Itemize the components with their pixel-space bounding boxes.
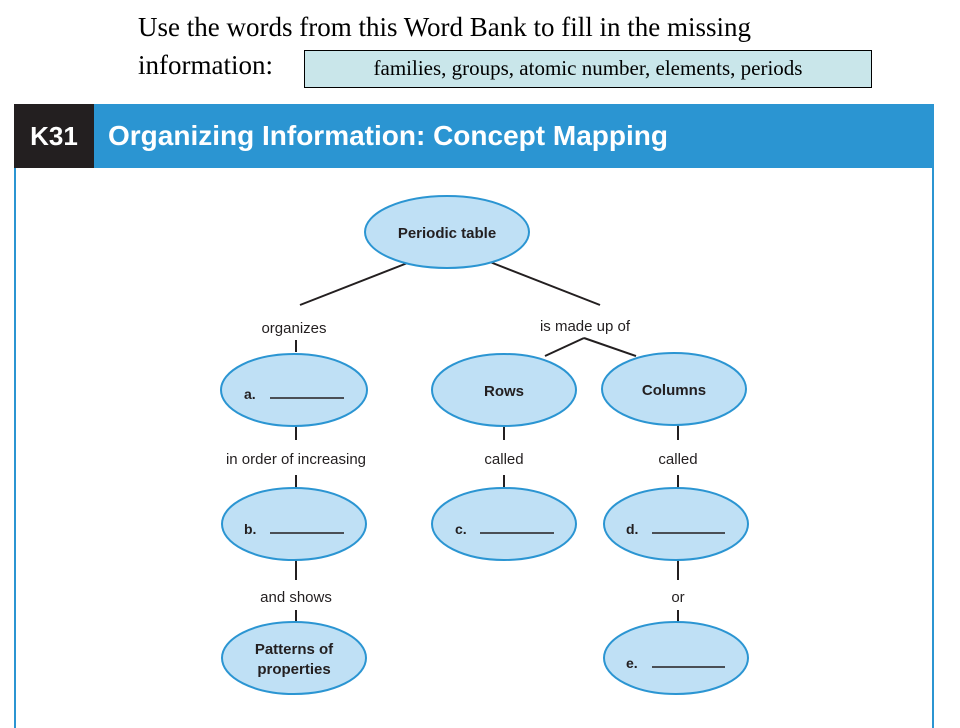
link-label-increasing: in order of increasing (226, 451, 366, 468)
node-rows: Rows (431, 353, 577, 427)
link-label-organizes: organizes (261, 320, 326, 337)
node-columns: Columns (601, 352, 747, 426)
node-label-line-2: properties (257, 661, 330, 678)
node-periodic-table: Periodic table (364, 195, 530, 269)
node-label: Rows (484, 383, 524, 400)
instruction-text: Use the words from this Word Bank to fil… (138, 8, 878, 84)
link-label-and-shows: and shows (260, 589, 332, 606)
instruction-line-2: information: (138, 50, 273, 80)
section-header: K31 Organizing Information: Concept Mapp… (14, 104, 934, 168)
link-labels: organizes is made up of in order of incr… (226, 318, 698, 606)
link-label-called-rows: called (484, 451, 523, 468)
node-label-line-1: Patterns of (255, 641, 334, 658)
node-label: d. (626, 521, 638, 537)
node-label: a. (244, 386, 256, 402)
node-patterns: Patterns of properties (221, 621, 367, 695)
node-c: c. (431, 487, 577, 561)
node-label: c. (455, 521, 467, 537)
word-bank-box: families, groups, atomic number, element… (304, 50, 872, 88)
link-label-made-up-of: is made up of (540, 318, 631, 335)
node-b: b. (221, 487, 367, 561)
node-e: e. (603, 621, 749, 695)
connector-lines (295, 261, 679, 622)
node-d: d. (603, 487, 749, 561)
diagram-frame (14, 168, 934, 728)
node-label: Periodic table (398, 225, 496, 242)
node-label: Columns (642, 382, 706, 399)
link-label-called-columns: called (658, 451, 697, 468)
node-label: b. (244, 521, 256, 537)
node-label: e. (626, 655, 638, 671)
section-title: Organizing Information: Concept Mapping (108, 120, 668, 151)
link-label-or: or (671, 589, 684, 606)
instruction-line-1: Use the words from this Word Bank to fil… (138, 12, 752, 42)
node-a: a. (220, 353, 368, 427)
section-code: K31 (14, 104, 94, 168)
